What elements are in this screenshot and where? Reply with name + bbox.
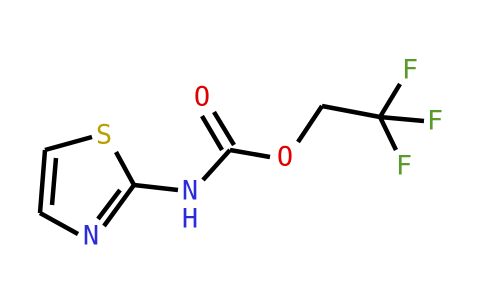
bonds: [37, 82, 425, 236]
atom-amide-nitrogen: N: [182, 176, 198, 207]
bond-nh-carbonyl: [201, 148, 232, 182]
bond-c2-nh: [133, 182, 179, 193]
bond-c5-s1: [44, 134, 93, 153]
bond-s1-c2: [114, 150, 136, 187]
bond-cf3-f-right: [379, 114, 425, 124]
bond-c2-n3-double: [96, 188, 122, 221]
bond-ch2-cf3: [321, 103, 381, 120]
atom-ester-oxygen: O: [277, 142, 293, 173]
atom-fluorine-bottom: F: [396, 151, 412, 182]
bond-c2-n3: [102, 183, 136, 228]
atom-carbonyl-oxygen: O: [194, 82, 210, 113]
atom-ring-nitrogen: N: [83, 221, 99, 252]
atom-amide-hydrogen: H: [182, 204, 198, 235]
bond-ester-o-ch2: [296, 104, 324, 144]
bond-cf3-f-top: [378, 82, 402, 119]
atom-fluorine-top: F: [402, 55, 418, 86]
bond-carbonyl-o: [200, 114, 224, 152]
bond-carbonyl-o-double: [212, 110, 236, 147]
atom-fluorine-right: F: [427, 106, 443, 137]
atom-sulfur: S: [96, 120, 112, 151]
atom-labels: S N N H O O F F F: [83, 55, 443, 252]
bond-n3-c4: [38, 211, 80, 236]
bond-carbonyl-ester-o: [229, 147, 271, 160]
bond-c4-c5: [37, 149, 48, 214]
bond-c4-c5-double: [49, 157, 59, 206]
bond-cf3-f-bottom: [377, 116, 399, 151]
